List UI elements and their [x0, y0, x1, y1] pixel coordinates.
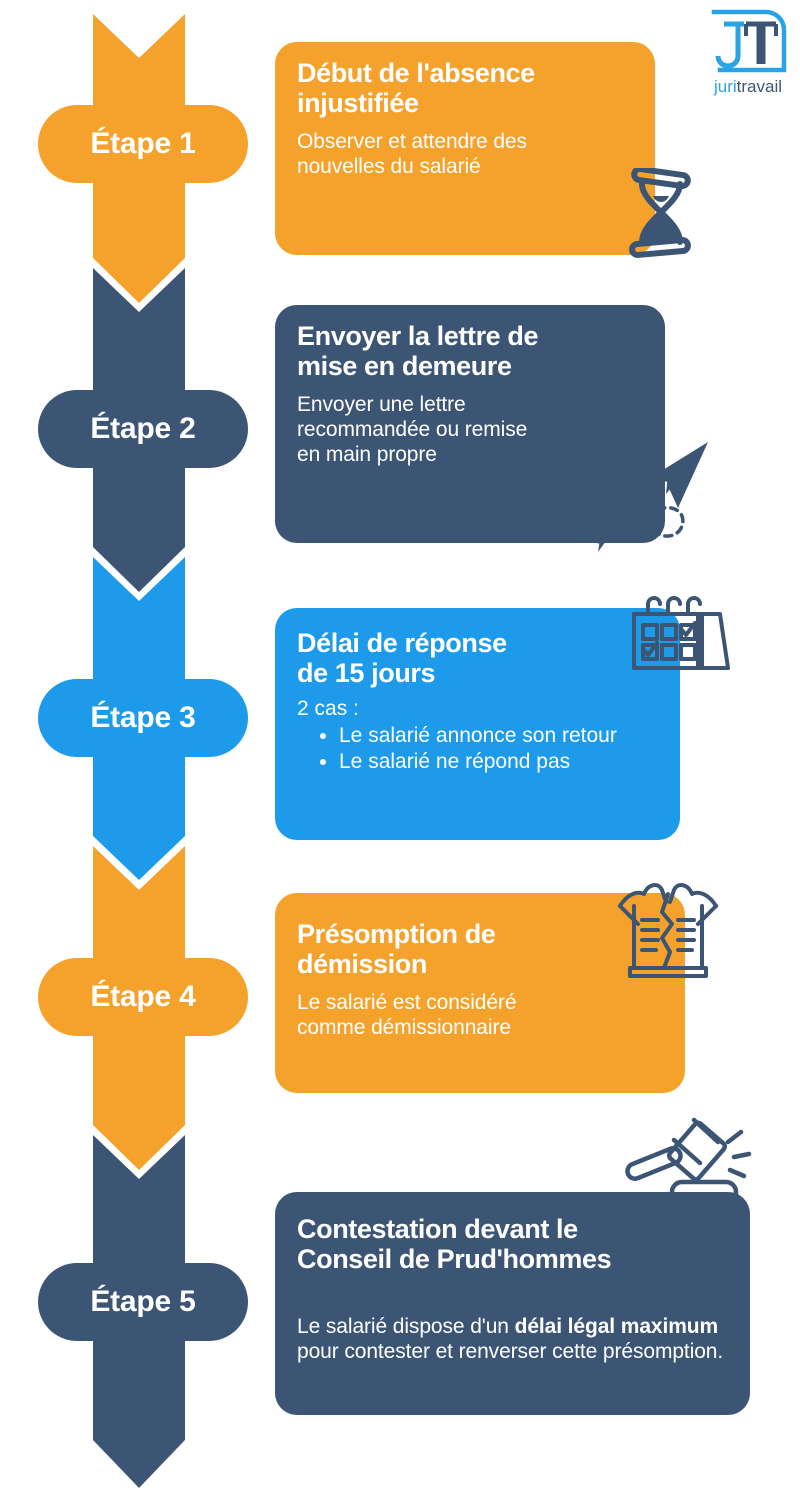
step-title-3: Délai de réponse de 15 jours — [297, 628, 507, 689]
gavel-icon — [622, 1112, 752, 1217]
step-card-1[interactable]: Début de l'absence injustifiée Observer … — [275, 42, 655, 255]
logo-wordmark-travail: travail — [736, 77, 783, 96]
step-pill-4[interactable]: Étape 4 — [38, 958, 248, 1036]
step-pill-label-2: Étape 2 — [90, 412, 196, 445]
step-pill-label-3: Étape 3 — [90, 701, 196, 734]
logo-wordmark: juritravail — [700, 78, 796, 95]
step-pill-3[interactable]: Étape 3 — [38, 679, 248, 757]
step-bullet-list-3: Le salarié annonce son retour Le salarié… — [297, 724, 658, 776]
hourglass-icon — [622, 168, 700, 258]
step-title-2: Envoyer la lettre de mise en demeure — [297, 321, 539, 382]
logo-wordmark-juri: juri — [713, 77, 737, 96]
step-pill-label-4: Étape 4 — [90, 980, 196, 1013]
step-pill-1[interactable]: Étape 1 — [38, 105, 248, 183]
step-title-1: Début de l'absence injustifiée — [297, 58, 535, 119]
step-body-5-part-2: délai légal maximum — [514, 1315, 719, 1339]
step-body-5: Le salarié dispose d'un délai légal maxi… — [297, 1290, 728, 1364]
step-body-4: Le salarié est considéré comme démission… — [297, 991, 517, 1040]
juritravail-logo[interactable]: juritravail — [700, 6, 796, 106]
step-body-5-part-1: Le salarié dispose d'un — [297, 1315, 515, 1339]
step-card-4[interactable]: Présomption de démission Le salarié est … — [275, 893, 685, 1093]
torn-document-icon — [612, 872, 724, 984]
step-body-1: Observer et attendre des nouvelles du sa… — [297, 130, 527, 179]
paper-plane-icon — [580, 430, 720, 555]
step-title-4: Présomption de démission — [297, 919, 496, 980]
step-pill-label-5: Étape 5 — [90, 1285, 196, 1318]
step-pill-label-1: Étape 1 — [90, 127, 196, 160]
step-card-5[interactable]: Contestation devant le Conseil de Prud'h… — [275, 1192, 750, 1415]
step-card-3[interactable]: Délai de réponse de 15 jours 2 cas : Le … — [275, 608, 680, 840]
step-pill-2[interactable]: Étape 2 — [38, 390, 248, 468]
list-item: Le salarié annonce son retour — [339, 724, 658, 749]
list-item: Le salarié ne répond pas — [339, 750, 658, 775]
step-body-2: Envoyer une lettre recommandée ou remise… — [297, 393, 528, 466]
step-pill-5[interactable]: Étape 5 — [38, 1263, 248, 1341]
calendar-checklist-icon — [624, 592, 734, 672]
jt-monogram-icon — [711, 9, 787, 73]
step-title-5: Contestation devant le Conseil de Prud'h… — [297, 1214, 612, 1275]
step-lead-3: 2 cas : — [297, 697, 359, 721]
step-body-5-part-3: pour contester et renverser cette présom… — [297, 1340, 724, 1363]
step-card-2[interactable]: Envoyer la lettre de mise en demeure Env… — [275, 305, 665, 543]
